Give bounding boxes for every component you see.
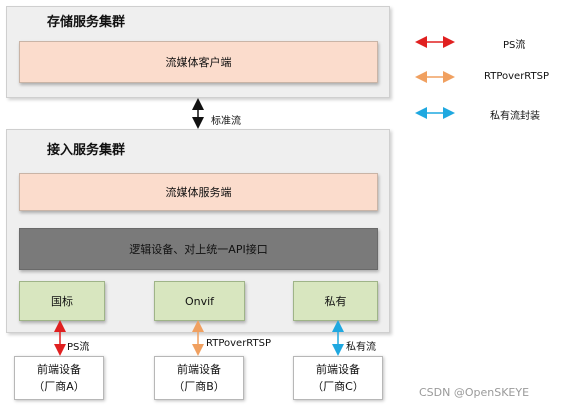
protocol-onvif-box: Onvif xyxy=(154,281,245,321)
device-a-stream-label: PS流 xyxy=(67,342,90,353)
access-cluster: 接入服务集群 流媒体服务端 逻辑设备、对上统一API接口 国标 Onvif 私有 xyxy=(6,129,390,333)
device-b-stream-label: RTPoverRTSP xyxy=(206,338,272,349)
protocol-gb-box: 国标 xyxy=(19,281,105,321)
device-c-vendor: （厂商C） xyxy=(312,380,364,393)
access-cluster-title: 接入服务集群 xyxy=(47,143,126,158)
legend-private-label: 私有流封装 xyxy=(490,111,540,122)
device-a-name: 前端设备 xyxy=(37,363,81,376)
storage-cluster: 存储服务集群 流媒体客户端 xyxy=(6,6,390,98)
standard-stream-label: 标准流 xyxy=(211,116,241,127)
device-c-name: 前端设备 xyxy=(316,363,360,376)
legend-rtp-label: RTPoverRTSP xyxy=(484,71,550,82)
device-c-stream-label: 私有流 xyxy=(346,342,376,353)
device-a-box: 前端设备 （厂商A） xyxy=(14,356,104,400)
logic-device-api-box: 逻辑设备、对上统一API接口 xyxy=(19,228,378,270)
legend-ps-label: PS流 xyxy=(503,40,526,51)
watermark: CSDN @OpenSKEYE xyxy=(419,386,530,399)
device-a-vendor: （厂商A） xyxy=(33,380,85,393)
device-c-box: 前端设备 （厂商C） xyxy=(293,356,383,400)
device-b-vendor: （厂商B） xyxy=(173,380,225,393)
device-b-name: 前端设备 xyxy=(177,363,221,376)
device-b-box: 前端设备 （厂商B） xyxy=(154,356,244,400)
stream-server-box: 流媒体服务端 xyxy=(19,173,378,211)
storage-cluster-title: 存储服务集群 xyxy=(47,15,126,30)
stream-client-box: 流媒体客户端 xyxy=(19,41,378,83)
